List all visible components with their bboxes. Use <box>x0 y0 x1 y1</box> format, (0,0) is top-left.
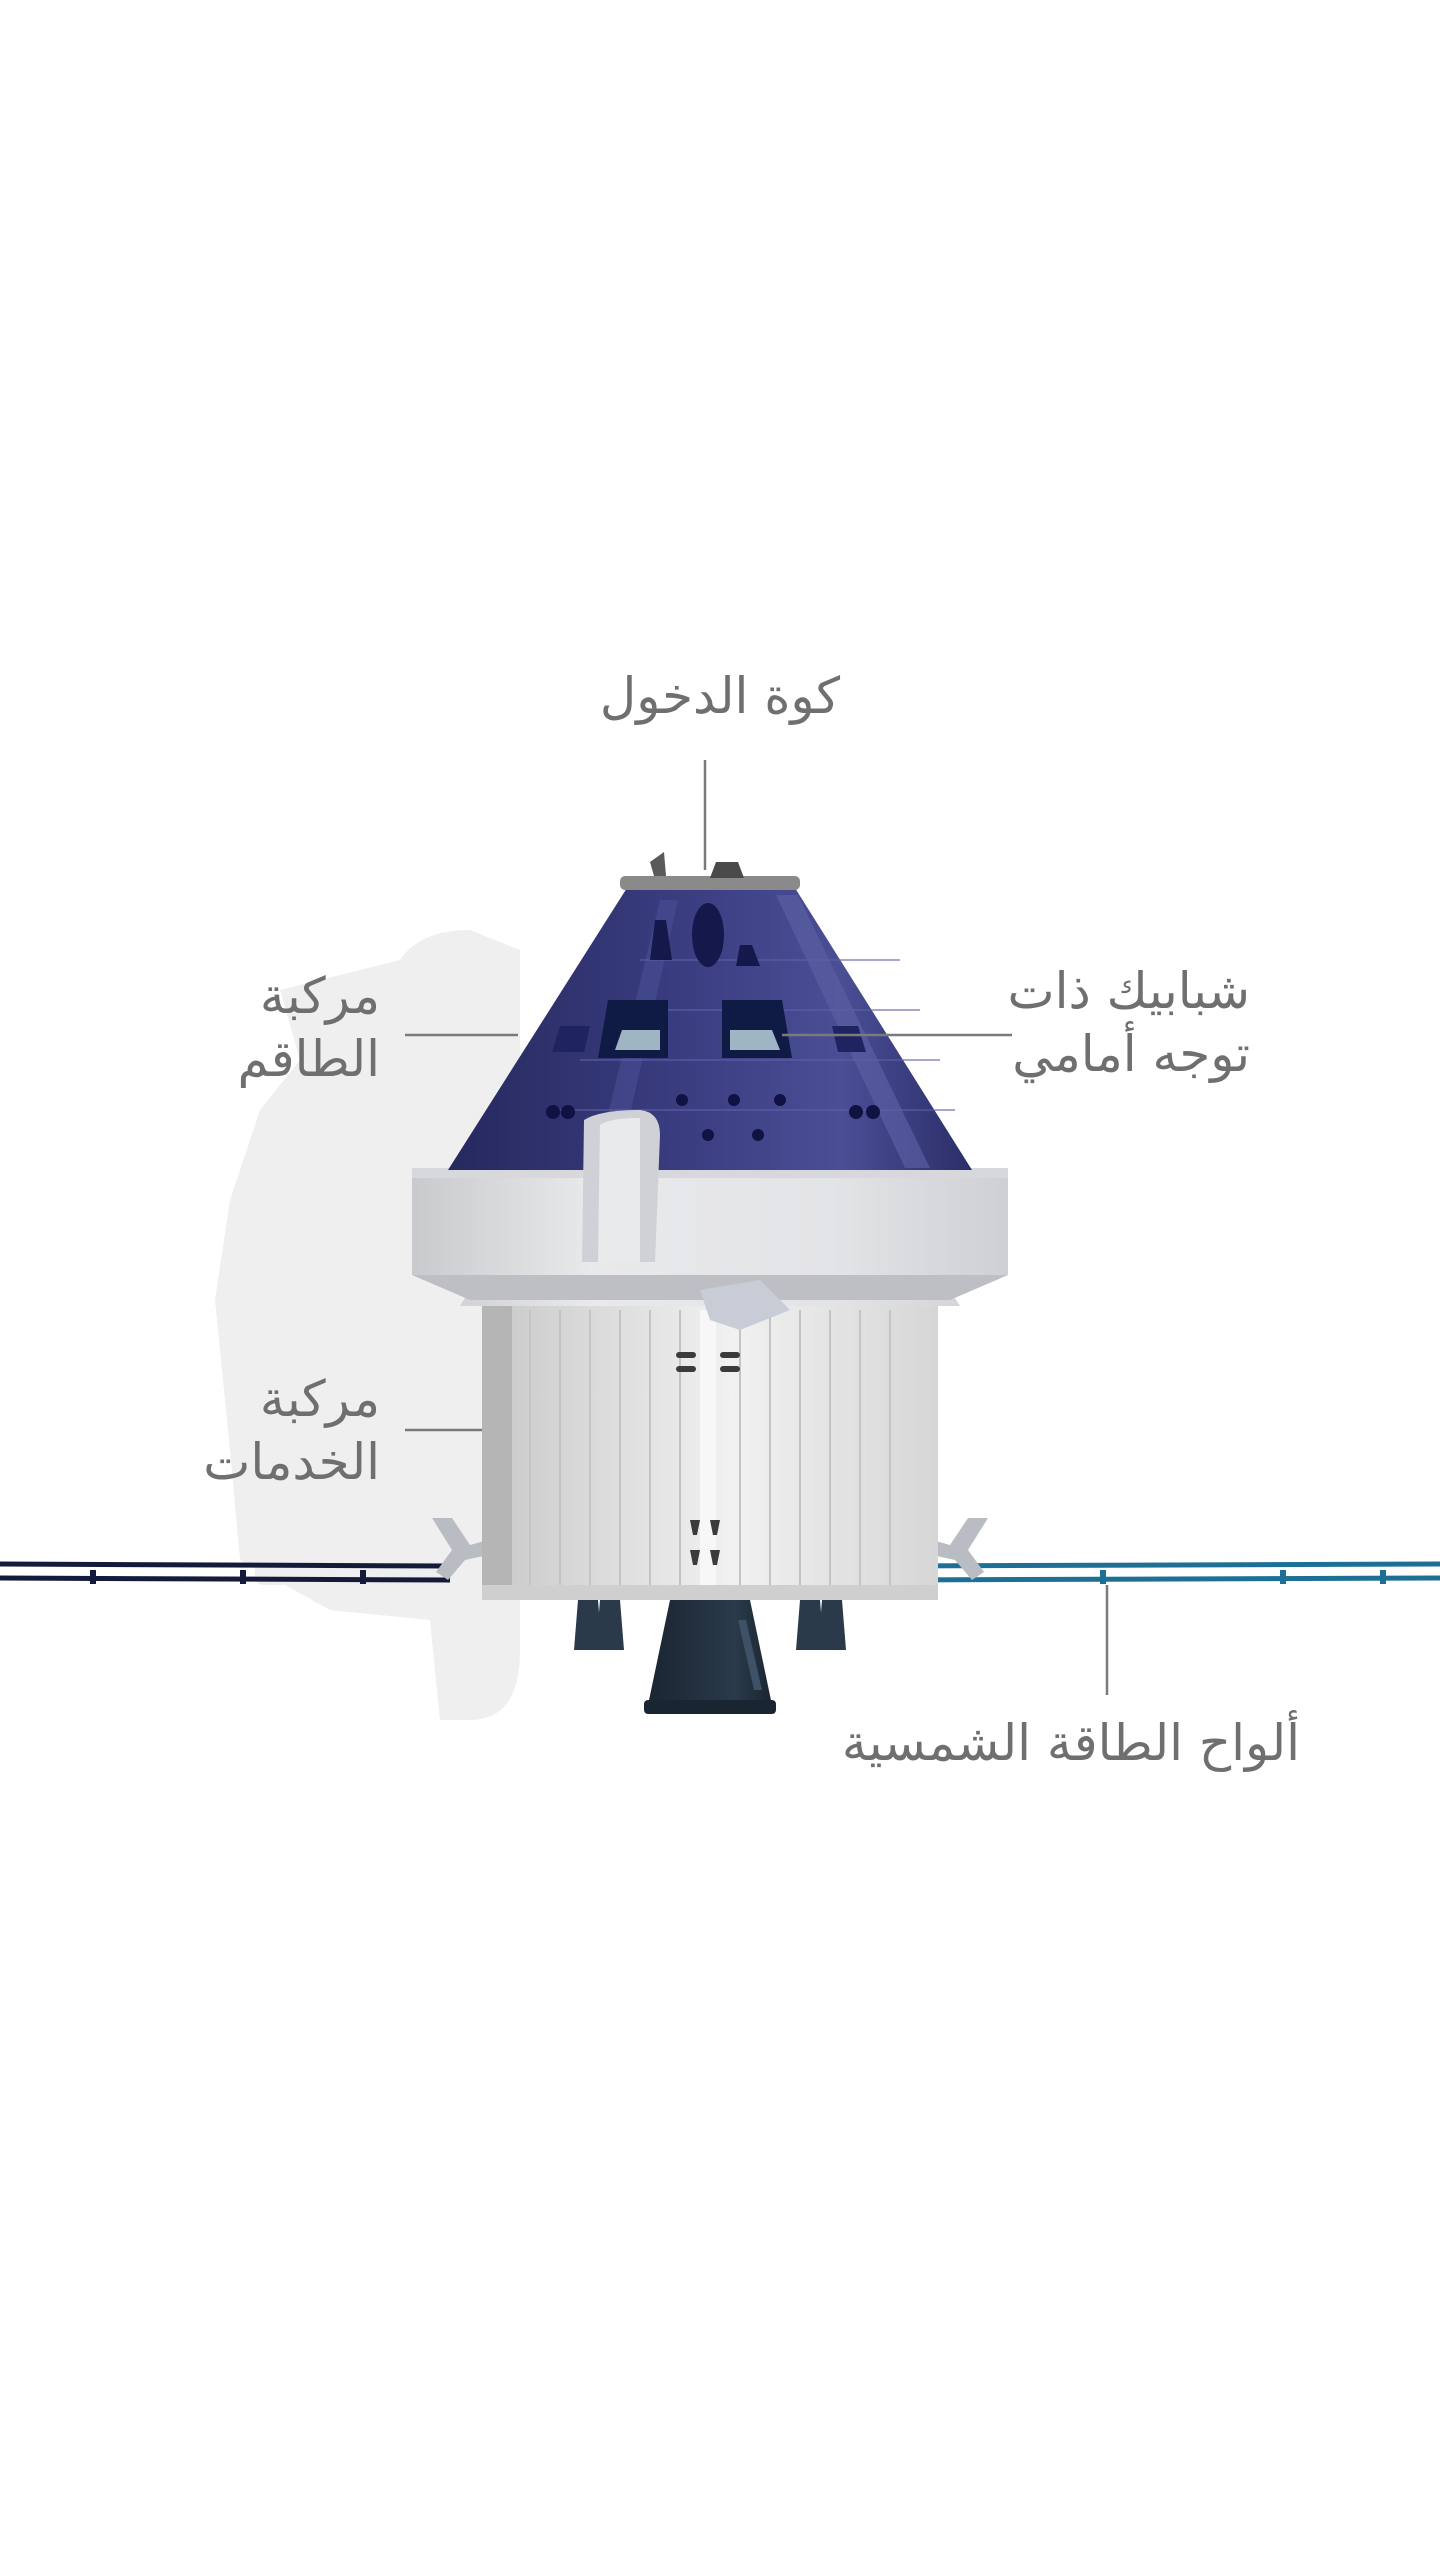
auxiliary-engines-right <box>796 1600 846 1650</box>
label-forward-windows: شبابيك ذات توجه أمامي <box>960 960 1250 1085</box>
main-engine-nozzle <box>644 1600 776 1714</box>
label-service-module: مركبة الخدمات <box>160 1368 380 1493</box>
label-crew-module-line-2: الطاقم <box>237 1029 380 1088</box>
crew-module <box>448 852 972 1170</box>
label-crew-module: مركبة الطاقم <box>180 965 380 1090</box>
label-solar-arrays: ألواح الطاقة الشمسية <box>841 1712 1300 1775</box>
array-bracket-right <box>932 1518 988 1580</box>
auxiliary-engines-left <box>574 1600 624 1650</box>
label-forward-windows-line-1: شبابيك ذات <box>1007 962 1250 1020</box>
solar-array-right <box>894 1561 1440 1584</box>
forward-windows <box>552 1000 866 1058</box>
label-entry-hatch: كوة الدخول <box>500 665 940 728</box>
label-crew-module-line-1: مركبة <box>259 967 380 1025</box>
service-module <box>482 1298 938 1600</box>
label-forward-windows-line-2: توجه أمامي <box>1012 1024 1250 1083</box>
label-service-module-line-2: الخدمات <box>203 1432 380 1491</box>
label-entry-hatch-text: كوة الدخول <box>599 667 841 725</box>
leader-lines <box>405 760 1109 1695</box>
label-solar-arrays-text: ألواح الطاقة الشمسية <box>841 1714 1300 1772</box>
label-service-module-line-1: مركبة <box>259 1370 380 1428</box>
thruster-cluster-lower <box>690 1520 720 1565</box>
crew-module-ports <box>546 1094 880 1141</box>
umbilical-fairing <box>582 1110 660 1262</box>
solar-array-left <box>0 1561 451 1584</box>
crew-module-ring <box>412 1168 1008 1330</box>
array-bracket-left <box>432 1518 488 1580</box>
thruster-cluster-upper <box>676 1352 740 1372</box>
